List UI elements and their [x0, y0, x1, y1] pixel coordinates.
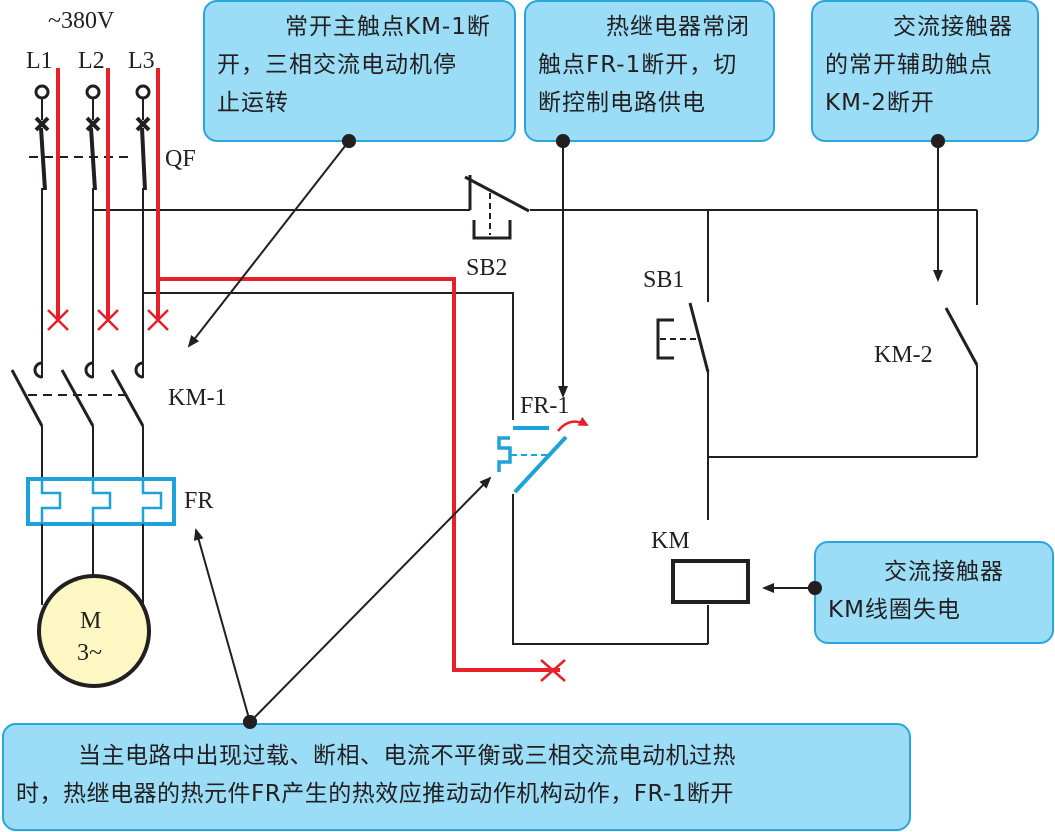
callout-km2-line-3: KM-2断开: [825, 90, 935, 116]
callout-km1-line-2: 开，三相交流电动机停: [217, 52, 457, 78]
callout-overload-line-2: 时，热继电器的热元件FR产生的热效应推动动作机构动作，FR-1断开: [16, 781, 734, 807]
callout-km1-line-3: 止运转: [217, 90, 289, 116]
phase-label-l3: L3: [128, 48, 155, 74]
coil-label: KM: [651, 528, 690, 554]
contactor-coil: [671, 559, 750, 604]
thermal-relay-label: FR: [184, 488, 213, 514]
main-contact-label: KM-1: [168, 385, 227, 411]
breaker-label: QF: [165, 146, 196, 172]
pointer-arrows: [187, 140, 943, 723]
callout-km2-opens: 交流接触器 的常开辅助触点 KM-2断开: [811, 0, 1039, 142]
callout-km1-line-1: 常开主触点KM-1断: [285, 14, 491, 40]
stop-button-label: SB2: [466, 255, 507, 281]
main-circuit-wires: [41, 188, 514, 420]
motor-label: M: [80, 608, 101, 634]
callout-fr1-line-1: 热继电器常闭: [606, 14, 750, 40]
callout-fr1-opens: 热继电器常闭 触点FR-1断开，切 断控制电路供电: [524, 0, 775, 142]
callout-km2-line-1: 交流接触器: [893, 14, 1013, 40]
interrupted-current-path: [56, 68, 560, 672]
phase-label-l2: L2: [78, 48, 105, 74]
supply-voltage-label: ~380V: [48, 8, 115, 34]
thermal-element-fr: [26, 477, 176, 605]
aux-contact-label: KM-2: [874, 342, 933, 368]
callout-km2-line-2: 的常开辅助触点: [825, 52, 993, 78]
callout-overload-line-1: 当主电路中出现过载、断相、电流不平衡或三相交流电动机过热: [78, 743, 736, 769]
supply-terminals: [34, 84, 151, 100]
callout-coil-deenergized: 交流接触器 KM线圈失电: [814, 541, 1054, 644]
callout-coil-line-2: KM线圈失电: [828, 597, 961, 623]
main-contacts-km1: [10, 361, 145, 480]
callout-km1-opens: 常开主触点KM-1断 开，三相交流电动机停 止运转: [203, 0, 516, 142]
callout-coil-line-1: 交流接触器: [884, 559, 1004, 585]
breaker-qf: [29, 98, 151, 191]
break-marks: [47, 309, 566, 682]
aux-contact-km2: [944, 307, 979, 366]
motor-phase-label: 3~: [77, 640, 102, 666]
callout-overload-text: 当主电路中出现过载、断相、电流不平衡或三相交流电动机过热 时，热继电器的热元件F…: [2, 723, 911, 831]
stop-button-sb2: [464, 175, 530, 240]
callout-fr1-line-2: 触点FR-1断开，切: [538, 52, 738, 78]
thermal-contact-label: FR-1: [520, 393, 569, 419]
callout-fr1-line-3: 断控制电路供电: [538, 90, 706, 116]
start-button-sb1: [656, 302, 710, 373]
phase-label-l1: L1: [26, 48, 53, 74]
thermal-contact-fr1: [497, 416, 589, 494]
start-button-label: SB1: [643, 267, 684, 293]
control-circuit-wires: [512, 209, 978, 645]
motor: M 3~: [37, 574, 151, 688]
